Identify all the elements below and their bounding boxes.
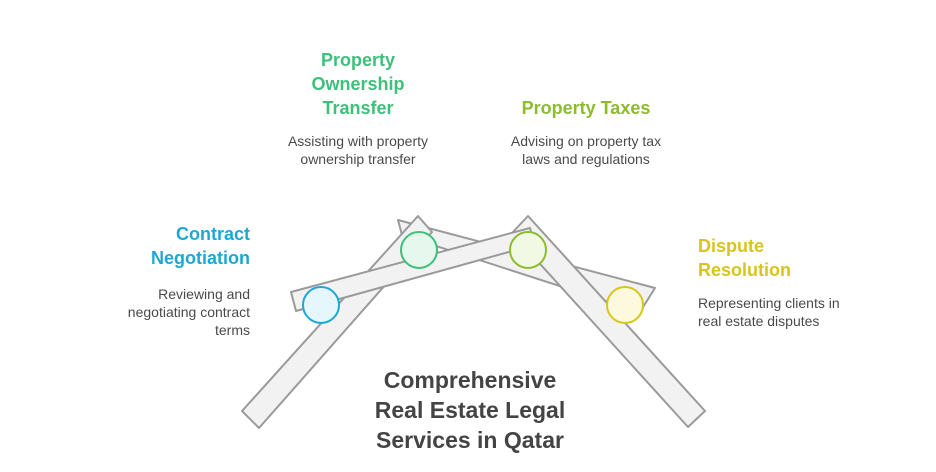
property-ownership-transfer-title-line: Property — [320, 50, 396, 70]
main-title-line: Real Estate Legal — [374, 397, 566, 423]
dispute-resolution-title-line: Resolution — [698, 260, 791, 280]
contract-negotiation-title: Contract Negotiation — [60, 222, 250, 270]
dispute-resolution-description: Representing clients in real estate disp… — [698, 294, 898, 330]
contract-negotiation-desc-line: negotiating contract — [127, 304, 250, 320]
marker-dispute-resolution — [606, 286, 644, 324]
property-taxes-title-line: Property Taxes — [521, 98, 651, 118]
beam-right-long — [511, 215, 706, 428]
marker-contract-negotiation — [302, 286, 340, 324]
contract-negotiation-desc-line: terms — [215, 322, 250, 338]
main-title-line: Comprehensive — [383, 367, 557, 393]
marker-property-taxes — [509, 231, 547, 269]
dispute-resolution-title: Dispute Resolution — [698, 234, 898, 282]
contract-negotiation-description: Reviewing and negotiating contract terms — [60, 285, 250, 339]
property-ownership-transfer-title-line: Ownership — [311, 74, 405, 94]
property-ownership-transfer-desc-line: ownership transfer — [300, 151, 416, 167]
dispute-resolution-title-line: Dispute — [698, 236, 765, 256]
property-ownership-transfer-desc-line: Assisting with property — [287, 133, 429, 149]
property-taxes-desc-line: Advising on property tax — [510, 133, 662, 149]
main-title: Comprehensive Real Estate Legal Services… — [340, 365, 600, 455]
contract-negotiation-title-line: Contract — [175, 224, 250, 244]
property-ownership-transfer-description: Assisting with property ownership transf… — [258, 132, 458, 168]
main-title-line: Services in Qatar — [376, 427, 564, 453]
dispute-resolution-desc-line: Representing clients in — [698, 295, 840, 311]
property-taxes-title: Property Taxes — [486, 96, 686, 120]
property-ownership-transfer-title-line: Transfer — [322, 98, 394, 118]
contract-negotiation-title-line: Negotiation — [151, 248, 250, 268]
contract-negotiation-desc-line: Reviewing and — [158, 286, 250, 302]
property-taxes-desc-line: laws and regulations — [522, 151, 650, 167]
property-ownership-transfer-title: Property Ownership Transfer — [258, 48, 458, 120]
marker-property-ownership-transfer — [400, 231, 438, 269]
dispute-resolution-desc-line: real estate disputes — [698, 313, 820, 329]
property-taxes-description: Advising on property tax laws and regula… — [486, 132, 686, 168]
